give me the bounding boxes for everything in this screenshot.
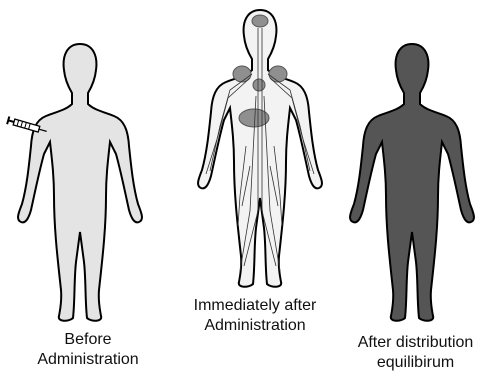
caption-before-line2: Administration [8,350,168,370]
body-silhouette-before [18,44,142,321]
figure-after-equilibrium [350,44,474,321]
caption-after-equilibrium: After distribution equilibirum [345,333,486,373]
caption-before-administration: Before Administration [8,330,168,370]
body-silhouette-immediate [198,10,322,287]
caption-after-line1: After distribution [345,333,486,353]
caption-immediately-after: Immediately after Administration [170,296,340,336]
caption-after-line2: equilibirum [345,353,486,373]
organ-brain [252,15,268,27]
caption-before-line1: Before [8,330,168,350]
caption-immediately-line1: Immediately after [170,296,340,316]
caption-immediately-line2: Administration [170,316,340,336]
body-silhouette-equilibrium [350,44,474,321]
organ-heart [253,79,265,91]
figure-before-administration [18,44,142,321]
figure-immediately-after [198,10,322,287]
